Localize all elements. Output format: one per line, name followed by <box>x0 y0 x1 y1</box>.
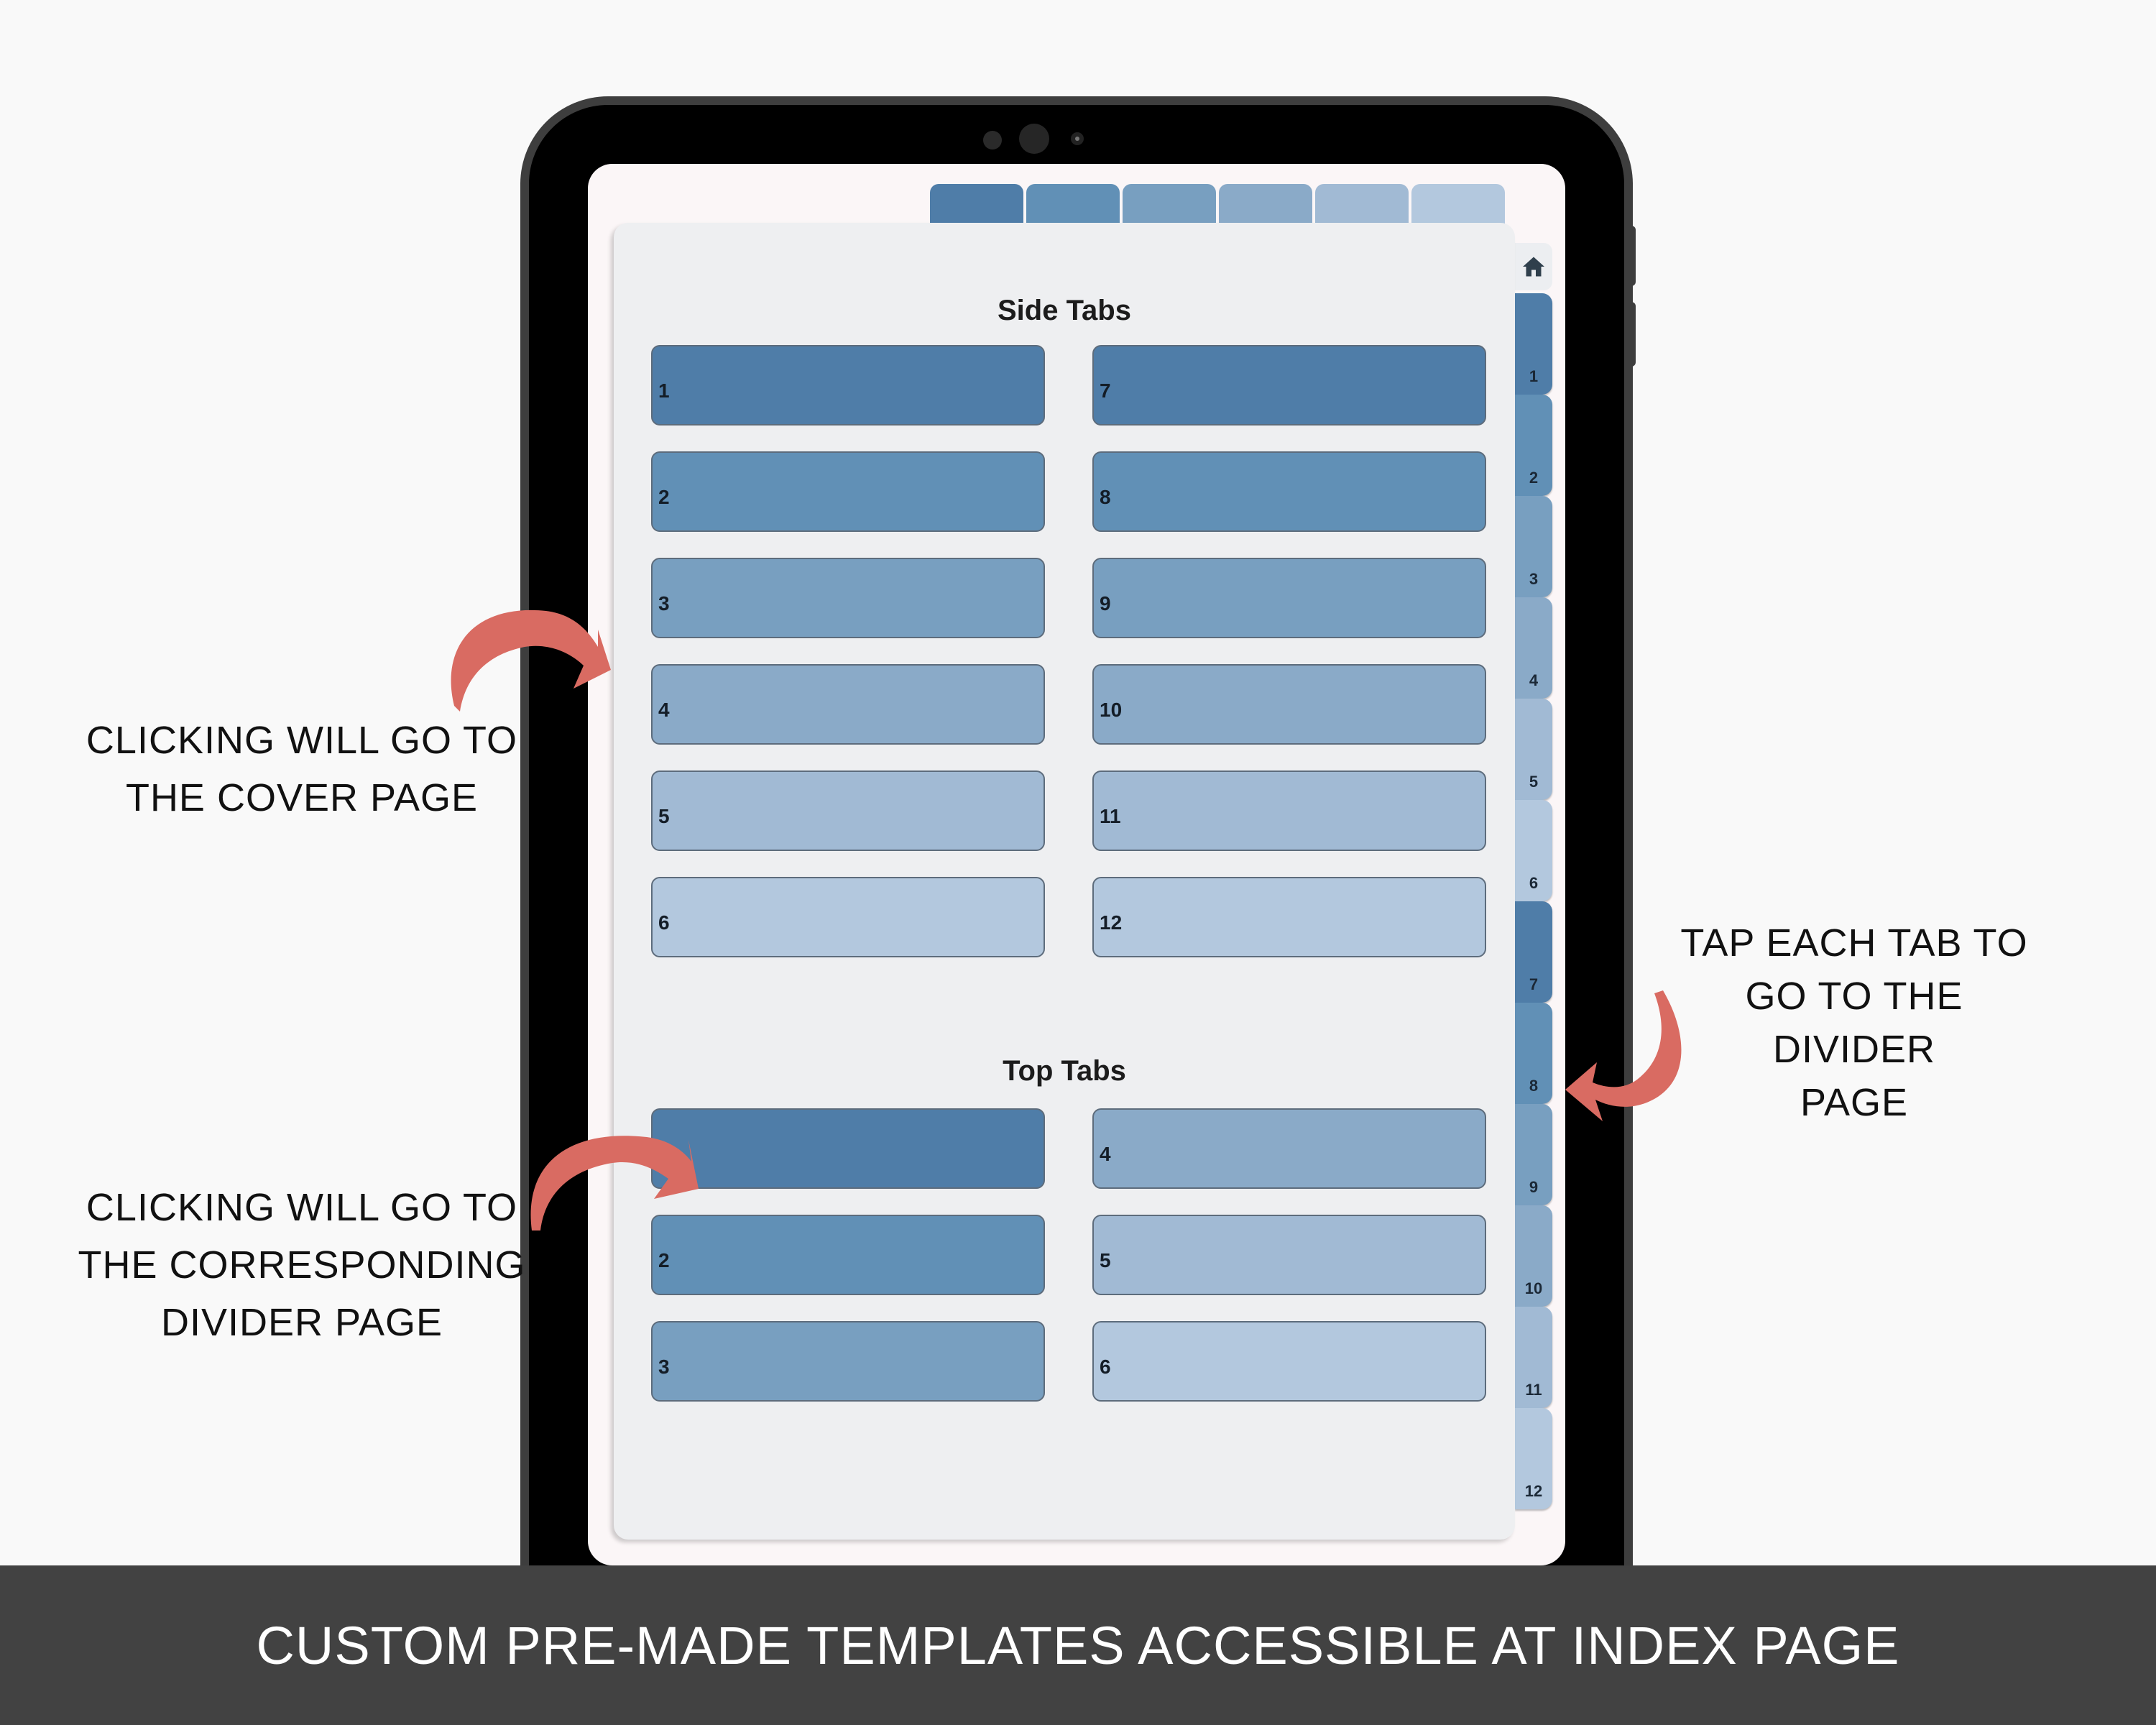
footer-banner: CUSTOM PRE-MADE TEMPLATES ACCESSIBLE AT … <box>0 1565 2156 1725</box>
caption-tap-tabs: TAP EACH TAB TO GO TO THE DIVIDER PAGE <box>1667 916 2041 1129</box>
volume-down-button <box>1624 302 1636 367</box>
caption-line: TAP EACH TAB TO <box>1680 921 2028 965</box>
side-link-6[interactable]: 6 <box>651 877 1045 957</box>
side-tab-12[interactable]: 12 <box>1515 1408 1552 1509</box>
side-link-4[interactable]: 4 <box>651 664 1045 745</box>
caption-line: THE CORRESPONDING <box>78 1243 526 1287</box>
caption-line: CLICKING WILL GO TO <box>86 1186 518 1229</box>
top-tab-1[interactable] <box>930 184 1023 227</box>
side-tab-6[interactable]: 6 <box>1515 800 1552 901</box>
top-tab-5[interactable] <box>1315 184 1409 227</box>
side-tab-10[interactable]: 10 <box>1515 1205 1552 1307</box>
caption-line: GO TO THE DIVIDER <box>1745 975 1963 1071</box>
home-icon <box>1523 257 1544 277</box>
side-tab-9[interactable]: 9 <box>1515 1104 1552 1205</box>
top-link-2[interactable]: 2 <box>651 1215 1045 1295</box>
side-link-5[interactable]: 5 <box>651 770 1045 851</box>
side-tab-4[interactable]: 4 <box>1515 597 1552 699</box>
side-link-8[interactable]: 8 <box>1092 451 1486 532</box>
camera-icon <box>1019 124 1049 154</box>
volume-up-button <box>1624 226 1636 286</box>
top-tabs-heading: Top Tabs <box>1003 1055 1126 1087</box>
side-link-3[interactable]: 3 <box>651 558 1045 638</box>
side-tabs-heading: Side Tabs <box>998 295 1131 326</box>
side-link-10[interactable]: 10 <box>1092 664 1486 745</box>
top-tab-6[interactable] <box>1411 184 1505 227</box>
caption-cover-page: CLICKING WILL GO TO THE COVER PAGE <box>72 712 532 827</box>
top-tab-4[interactable] <box>1219 184 1312 227</box>
top-link-4[interactable]: 4 <box>1092 1108 1486 1189</box>
top-link-6[interactable]: 6 <box>1092 1321 1486 1402</box>
side-tab-11[interactable]: 11 <box>1515 1307 1552 1408</box>
caption-line: DIVIDER PAGE <box>160 1301 443 1344</box>
caption-line: THE COVER PAGE <box>125 776 479 819</box>
side-link-12[interactable]: 12 <box>1092 877 1486 957</box>
side-tab-2[interactable]: 2 <box>1515 395 1552 496</box>
side-link-1[interactable]: 1 <box>651 345 1045 426</box>
side-tab-1[interactable]: 1 <box>1515 293 1552 395</box>
top-tab-2[interactable] <box>1026 184 1120 227</box>
top-link-3[interactable]: 3 <box>651 1321 1045 1402</box>
top-link-1[interactable]: 1 <box>651 1108 1045 1189</box>
side-tab-3[interactable]: 3 <box>1515 496 1552 597</box>
side-link-9[interactable]: 9 <box>1092 558 1486 638</box>
side-tab-5[interactable]: 5 <box>1515 699 1552 800</box>
footer-text: CUSTOM PRE-MADE TEMPLATES ACCESSIBLE AT … <box>256 1615 1900 1675</box>
side-tab-strip: 1 2 3 4 5 6 7 8 9 10 11 12 <box>1515 293 1552 1530</box>
home-tab[interactable] <box>1515 243 1552 290</box>
side-link-11[interactable]: 11 <box>1092 770 1486 851</box>
sensor-icon <box>983 131 1002 150</box>
caption-line: PAGE <box>1800 1081 1909 1124</box>
side-link-2[interactable]: 2 <box>651 451 1045 532</box>
flash-icon <box>1071 132 1084 145</box>
caption-line: CLICKING WILL GO TO <box>86 719 518 762</box>
side-tab-7[interactable]: 7 <box>1515 901 1552 1003</box>
side-tab-8[interactable]: 8 <box>1515 1003 1552 1104</box>
top-tab-3[interactable] <box>1123 184 1216 227</box>
top-link-5[interactable]: 5 <box>1092 1215 1486 1295</box>
side-link-7[interactable]: 7 <box>1092 345 1486 426</box>
caption-divider-page: CLICKING WILL GO TO THE CORRESPONDING DI… <box>65 1179 539 1351</box>
